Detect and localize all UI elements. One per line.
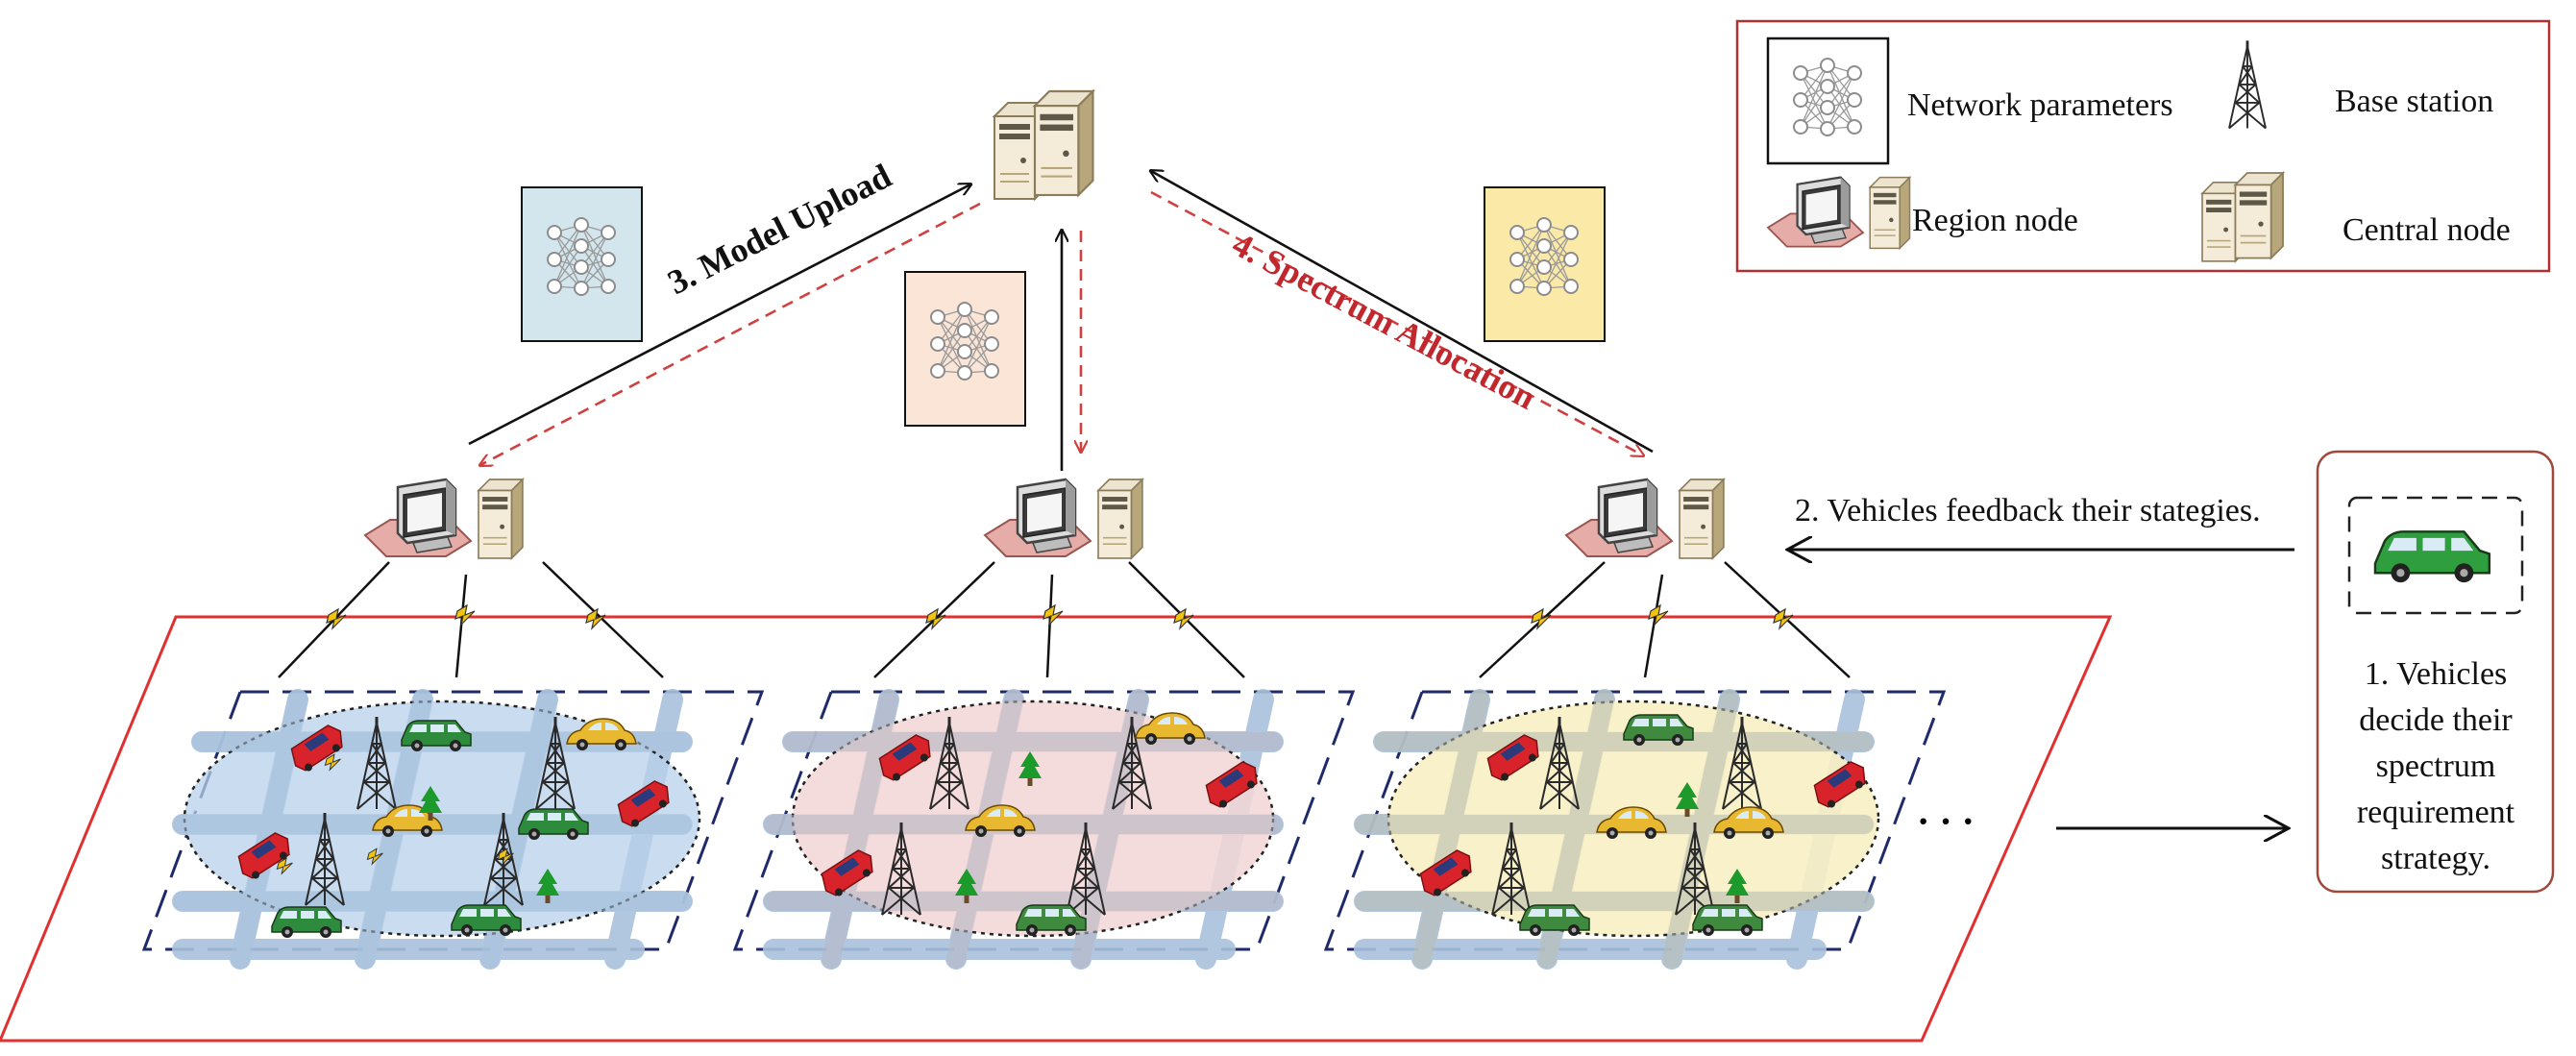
- region-1: [141, 692, 765, 959]
- model-upload-label: 3. Model Upload: [661, 157, 896, 302]
- region-2: [732, 692, 1356, 959]
- upload-model-params: [521, 186, 643, 342]
- decide-text-3: spectrum: [2376, 749, 2496, 784]
- decide-text-1: 1. Vehicles: [2365, 656, 2508, 692]
- middle-model-params: [904, 271, 1026, 427]
- legend-network-parameters: Network parameters: [1907, 87, 2173, 123]
- upload-arrows: [468, 171, 1654, 471]
- region-links: [278, 561, 1851, 678]
- more-regions-ellipsis: · · ·: [1917, 799, 1975, 843]
- region-node-icon: [1566, 479, 1724, 558]
- decide-text-5: strategy.: [2381, 841, 2490, 876]
- decide-text-2: decide their: [2359, 702, 2513, 738]
- vehicle-network-plane: [0, 615, 2113, 1043]
- allocation-model-params: [1484, 186, 1606, 342]
- region-node-icon: [985, 479, 1142, 558]
- central-node-icon: [994, 89, 1094, 200]
- region-node-icon: [365, 479, 523, 558]
- vehicle-decision-box: 1. Vehicles decide their spectrum requir…: [2316, 450, 2555, 894]
- legend-central-node: Central node: [2343, 212, 2511, 248]
- central-node-icon: [2201, 172, 2284, 262]
- legend-region-node: Region node: [1912, 203, 2078, 238]
- decide-text-4: requirement: [2357, 795, 2515, 830]
- legend: Network parameters Base station Region n…: [1735, 19, 2551, 273]
- feedback-label: 2. Vehicles feedback their stategies.: [1795, 493, 2261, 528]
- region-3: [1323, 692, 1947, 959]
- legend-base-station: Base station: [2335, 84, 2493, 119]
